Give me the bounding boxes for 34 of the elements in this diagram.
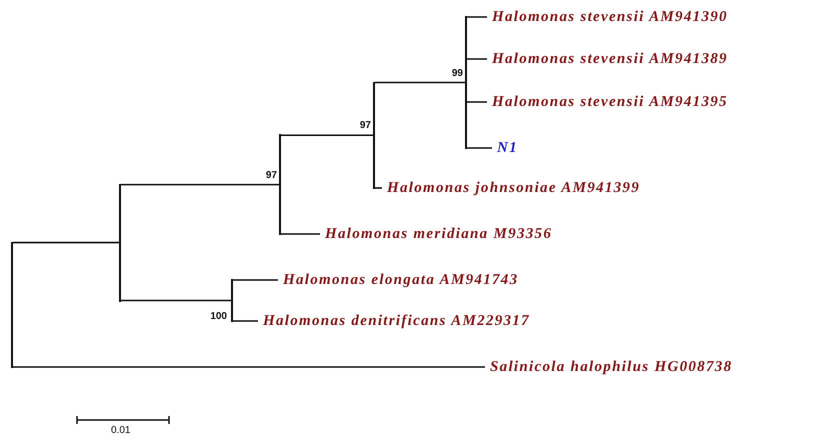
scale-value: 0.01 [111, 425, 130, 436]
tree-branch [281, 233, 320, 235]
tree-junction-line [373, 82, 375, 189]
tree-branch [467, 101, 487, 103]
tree-junction-line [465, 16, 467, 149]
taxon-label: Halomonas stevensii AM941389 [487, 49, 728, 69]
tree-junction-line [119, 184, 121, 302]
tree-branch [467, 58, 487, 60]
bootstrap-value: 100 [210, 310, 227, 322]
tree-branch [121, 300, 231, 302]
tree-junction-line [279, 134, 281, 235]
tree-junction-line [11, 242, 13, 368]
tree-branch [375, 187, 382, 189]
tree-branch [121, 184, 279, 186]
taxon-label: Halomonas stevensii AM941390 [487, 7, 728, 27]
taxon-label: Halomonas denitrificans AM229317 [258, 311, 530, 331]
bootstrap-value: 99 [452, 68, 463, 80]
tree-junction-line [231, 279, 233, 322]
bootstrap-value: 97 [360, 120, 371, 132]
bootstrap-value: 97 [266, 170, 277, 182]
taxon-label: Salinicola halophilus HG008738 [485, 357, 732, 377]
tree-branch [233, 279, 278, 281]
taxon-label: Halomonas johnsoniae AM941399 [382, 178, 640, 198]
taxon-label: N1 [492, 138, 518, 158]
tree-branch [13, 366, 485, 368]
tree-branch [233, 320, 258, 322]
tree-branch [13, 242, 119, 244]
tree-branch [467, 147, 492, 149]
tree-branch [375, 82, 465, 84]
taxon-label: Halomonas stevensii AM941395 [487, 92, 728, 112]
taxon-label: Halomonas elongata AM941743 [278, 270, 518, 290]
tree-branch [281, 134, 373, 136]
taxon-label: Halomonas meridiana M93356 [320, 224, 552, 244]
tree-branch [467, 16, 487, 18]
